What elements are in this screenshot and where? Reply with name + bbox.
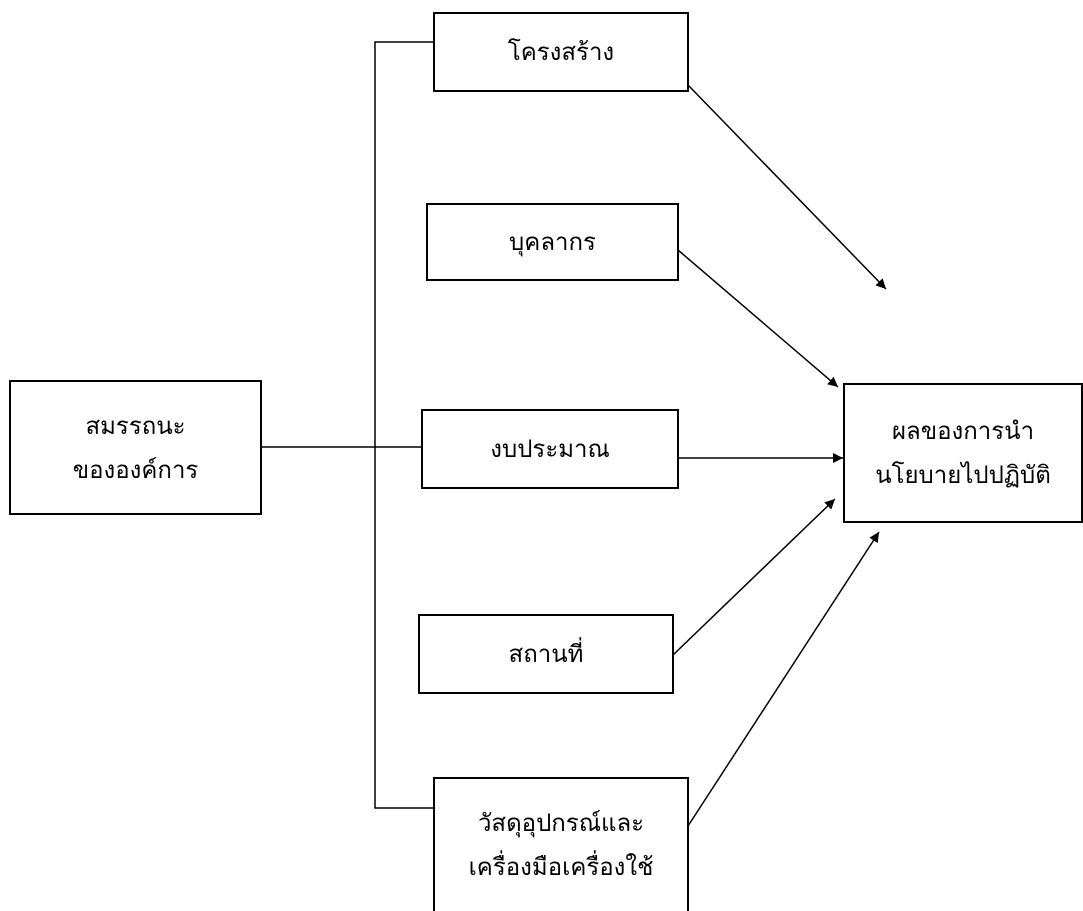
node-label-line: ผลของการนำ (891, 417, 1035, 445)
node-structure: โครงสร้าง (433, 12, 689, 92)
node-personnel: บุคลากร (426, 203, 679, 281)
node-label-line: สถานที่ (508, 640, 584, 668)
node-organizational-competency: สมรรถนะ ขององค์การ (9, 380, 262, 515)
node-label-line: สมรรถนะ (85, 411, 186, 440)
arrow-equipment-outcome (687, 531, 880, 827)
arrow-location-outcome (672, 498, 836, 656)
bracket-spine (374, 41, 433, 809)
node-label-line: โครงสร้าง (507, 38, 615, 66)
node-policy-implementation-outcome: ผลของการนำ นโยบายไปปฏิบัติ (843, 383, 1083, 523)
node-budget: งบประมาณ (421, 409, 679, 489)
node-label-line: งบประมาณ (490, 435, 610, 463)
node-label-line: บุคลากร (509, 228, 596, 256)
node-equipment: วัสดุอุปกรณ์และ เครื่องมือเครื่องใช้ (433, 777, 689, 911)
node-label-line: วัสดุอุปกรณ์และ (477, 809, 645, 837)
arrow-structure-outcome (687, 84, 887, 290)
node-location: สถานที่ (418, 614, 674, 694)
node-label-line: เครื่องมือเครื่องใช้ (468, 853, 654, 881)
arrow-personnel-outcome (677, 249, 839, 388)
node-label-line: ขององค์การ (72, 455, 199, 484)
node-label-line: นโยบายไปปฏิบัติ (875, 461, 1051, 489)
